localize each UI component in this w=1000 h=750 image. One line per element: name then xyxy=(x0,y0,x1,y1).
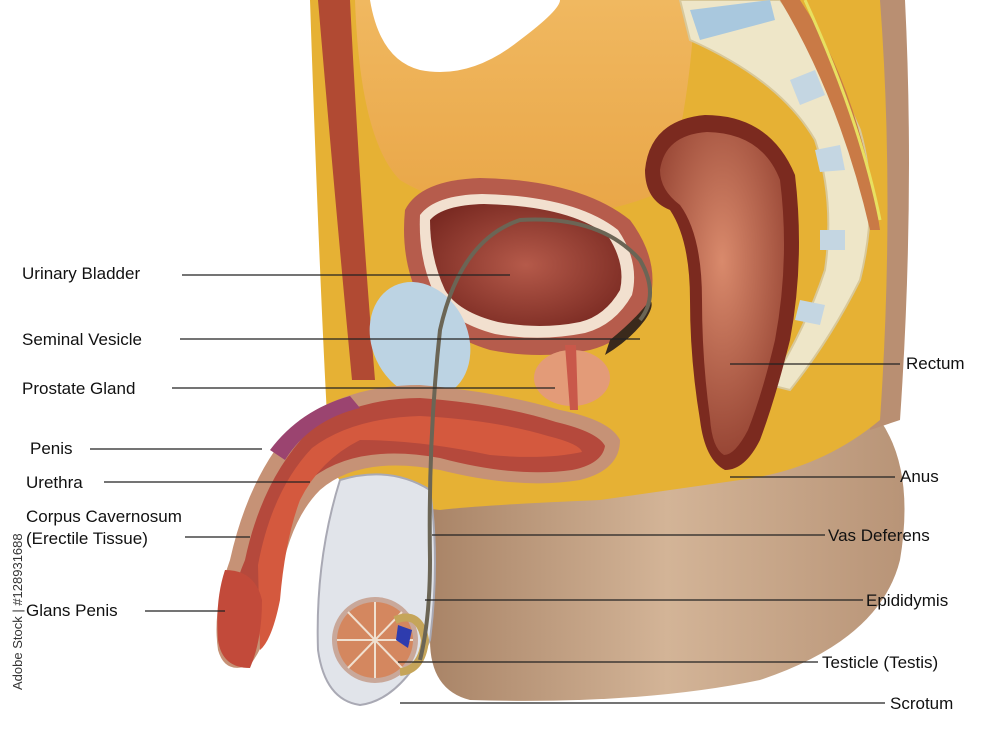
label-testicle: Testicle (Testis) xyxy=(822,653,939,672)
seminal-vesicle-organ xyxy=(605,300,652,355)
label-penis: Penis xyxy=(30,439,73,458)
label-vas-deferens: Vas Deferens xyxy=(828,526,930,545)
penis-organ xyxy=(216,385,620,668)
label-corpus-cavernosum-line2: (Erectile Tissue) xyxy=(26,529,148,548)
label-anus: Anus xyxy=(900,467,939,486)
label-corpus-cavernosum-line1: Corpus Cavernosum xyxy=(26,507,182,526)
bladder-organ xyxy=(404,178,653,355)
rectum-organ xyxy=(645,115,799,470)
label-glans-penis: Glans Penis xyxy=(26,601,118,620)
label-scrotum: Scrotum xyxy=(890,694,954,713)
label-prostate-gland: Prostate Gland xyxy=(22,379,136,398)
rectus-muscle xyxy=(318,0,375,380)
prostate-organ xyxy=(534,345,610,410)
label-urethra: Urethra xyxy=(26,473,83,492)
label-rectum: Rectum xyxy=(906,354,965,373)
abdominal-cavity xyxy=(355,0,695,216)
sacrum xyxy=(678,0,882,392)
leader-lines xyxy=(90,274,900,704)
label-epididymis: Epididymis xyxy=(866,591,949,610)
label-urinary-bladder: Urinary Bladder xyxy=(22,264,141,283)
label-seminal-vesicle: Seminal Vesicle xyxy=(22,330,143,349)
stock-watermark: Adobe Stock | #128931688 xyxy=(10,533,25,690)
vas-deferens-tube xyxy=(418,217,652,661)
